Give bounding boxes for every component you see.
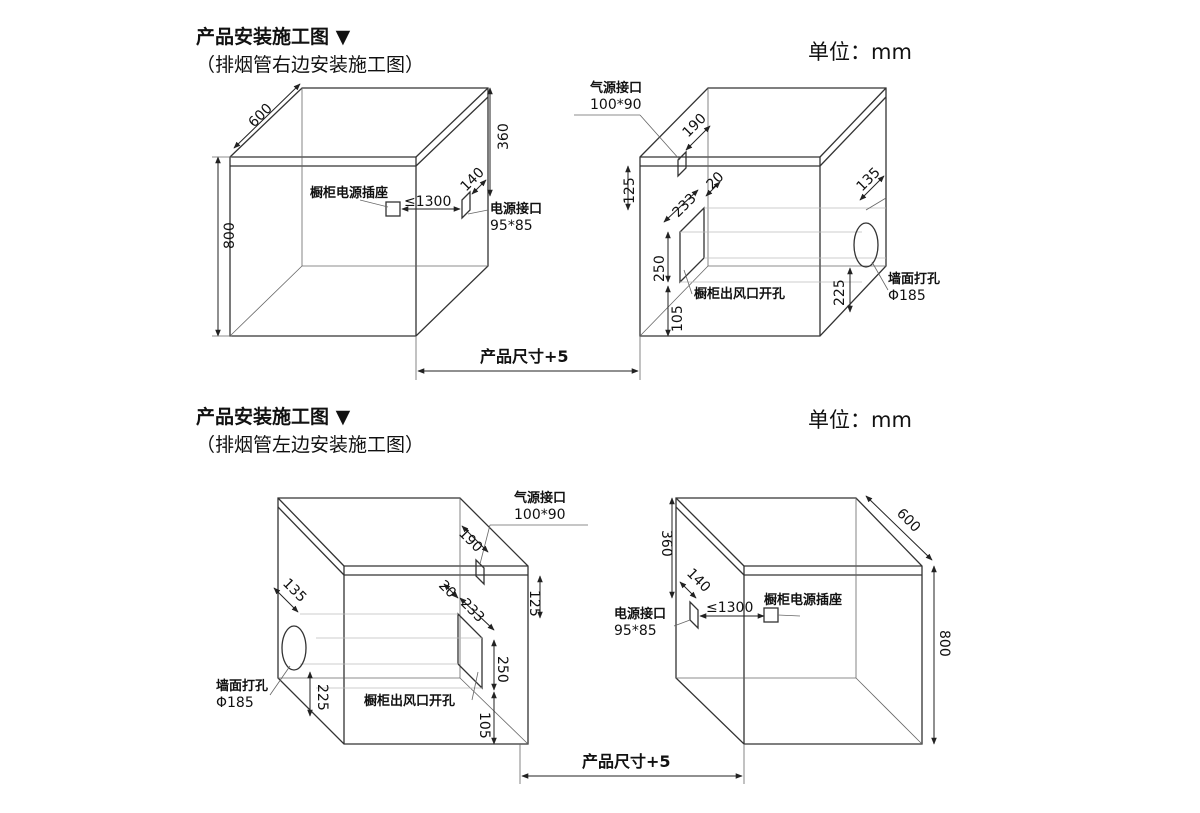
top-height-label: 800 [222,222,238,249]
bottom-socket-label: 橱柜电源插座 [764,592,842,608]
top-product-dim: 产品尺寸+5 [415,336,641,380]
bottom-offset-label: 140 [683,566,713,596]
top-socket-label: 橱柜电源插座 [310,185,388,201]
top-d250: 250 [652,255,668,282]
top-d190: 190 [680,111,710,141]
bottom-vent-label: 橱柜出风口开孔 [364,693,455,709]
top-gas-size: 100*90 [590,97,642,113]
bottom-d250: 250 [494,656,510,683]
bottom-power-label: 电源接口 [614,606,666,622]
top-unit: 单位：mm [808,40,912,64]
top-depth-label: 600 [246,101,276,131]
bottom-wallhole-label: 墙面打孔 [216,678,268,694]
top-length-label: ≤1300 [404,194,451,210]
bottom-left-dimensions: 气源接口 100*90 190 125 20 233 250 105 橱柜出风口… [216,490,588,745]
top-product-label: 产品尺寸+5 [480,347,569,366]
bottom-d20: 20 [435,578,459,602]
bottom-product-dim: 产品尺寸+5 [519,744,745,784]
bottom-right-cabinet [675,497,923,745]
bottom-power-size: 95*85 [614,623,657,639]
bottom-subtitle: （排烟管左边安装施工图） [196,434,425,456]
top-gas-label: 气源接口 [590,80,642,96]
top-power-size: 95*85 [490,218,533,234]
bottom-right-dimensions: 600 800 360 140 ≤1300 橱柜电源插座 电源接口 95*85 [614,495,952,745]
top-left-dimensions: 800 600 360 140 ≤1300 橱柜电源插座 电源接口 95*85 [212,83,542,337]
bottom-height-label: 800 [936,630,952,657]
top-d105: 105 [670,305,686,332]
bottom-d225: 225 [314,684,330,711]
top-subtitle: （排烟管右边安装施工图） [196,54,425,76]
top-d135: 135 [854,165,884,195]
bottom-hole-size: Φ185 [216,695,254,711]
top-power-label: 电源接口 [490,201,542,217]
bottom-gas-size: 100*90 [514,507,566,523]
top-vent-label: 橱柜出风口开孔 [694,286,785,302]
bottom-gas-label: 气源接口 [514,490,566,506]
bottom-title: 产品安装施工图 ▼ [196,406,351,428]
top-topgap-label: 360 [496,123,512,150]
bottom-topgap-label: 360 [658,530,674,557]
top-title: 产品安装施工图 ▼ [196,26,351,48]
top-offset-label: 140 [458,165,488,195]
top-d125: 125 [622,177,638,204]
top-left-cabinet [229,87,489,337]
top-d225: 225 [832,279,848,306]
top-d20: 20 [704,169,728,193]
top-hole-size: Φ185 [888,288,926,304]
bottom-d125: 125 [526,590,542,617]
bottom-d135: 135 [279,576,309,606]
top-wallhole-label: 墙面打孔 [888,271,940,287]
bottom-d105: 105 [476,712,492,739]
bottom-product-label: 产品尺寸+5 [582,752,671,771]
bottom-length-label: ≤1300 [706,600,753,616]
bottom-unit: 单位：mm [808,408,912,432]
bottom-depth-label: 600 [893,506,923,536]
